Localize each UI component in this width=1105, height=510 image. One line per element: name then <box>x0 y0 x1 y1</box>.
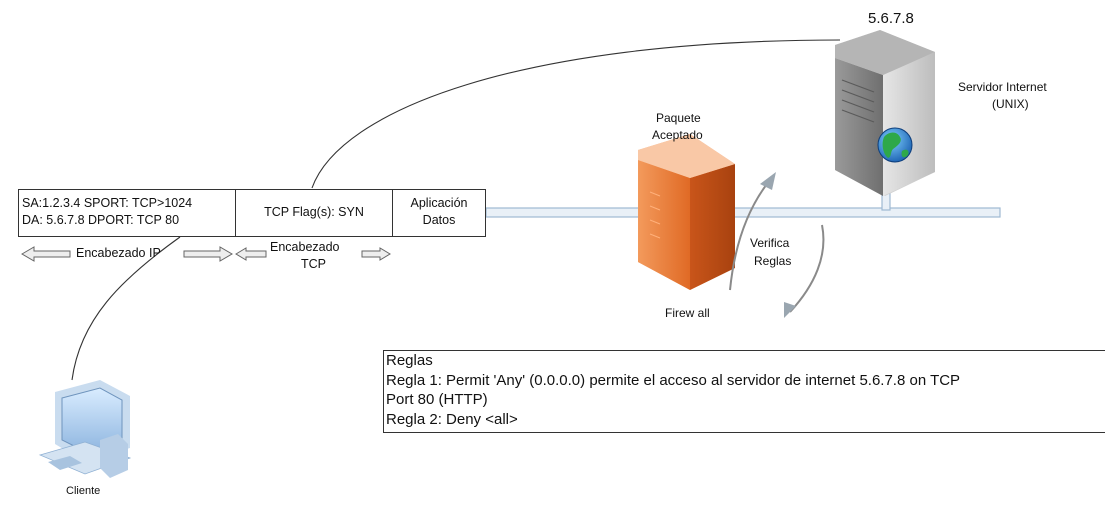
app-line: Aplicación <box>410 196 468 210</box>
computer-icon <box>38 380 132 478</box>
ip-source-line: SA:1.2.3.4 SPORT: TCP>1024 <box>22 196 193 210</box>
arrow-up-icon <box>760 172 776 190</box>
tcp-flags-cell: TCP Flag(s): SYN <box>236 190 393 236</box>
app-data-cell: Aplicación Datos <box>393 190 485 236</box>
arrow-down-icon <box>784 302 796 318</box>
tcp-header-arrows <box>235 247 391 261</box>
packet-to-server-curve <box>311 39 841 189</box>
firewall-icon <box>638 134 735 290</box>
packet-accepted-line1: Paquete <box>656 111 701 125</box>
verify-arrows <box>729 179 825 313</box>
tcp-flags-text: TCP Flag(s): SYN <box>264 205 364 219</box>
ip-header-label: Encabezado IP <box>76 246 161 260</box>
server-label-line1: Servidor Internet <box>958 80 1047 94</box>
globe-icon <box>877 127 913 163</box>
server-label-line2: (UNIX) <box>992 97 1029 111</box>
verify-rules-line1: Verifica <box>750 236 790 250</box>
server-ip: 5.6.7.8 <box>868 10 914 27</box>
ip-header-cell: SA:1.2.3.4 SPORT: TCP>1024 DA: 5.6.7.8 D… <box>19 190 236 236</box>
rules-box: Reglas Regla 1: Permit 'Any' (0.0.0.0) p… <box>383 350 1105 433</box>
rule-2: Regla 2: Deny <all> <box>386 410 518 428</box>
verify-rules-line2: Reglas <box>754 254 792 268</box>
ip-dest-line: DA: 5.6.7.8 DPORT: TCP 80 <box>22 213 180 227</box>
tcp-header-label-line1: Encabezado <box>270 240 340 254</box>
client-label: Cliente <box>66 485 101 497</box>
server-icon <box>835 30 935 196</box>
packet-structure: SA:1.2.3.4 SPORT: TCP>1024 DA: 5.6.7.8 D… <box>18 189 486 237</box>
tcp-header-label-line2: TCP <box>301 257 326 271</box>
rules-title: Reglas <box>386 352 433 369</box>
data-line: Datos <box>422 213 456 227</box>
packet-accepted-line2: Aceptado <box>652 128 703 142</box>
ip-header-arrows <box>21 246 233 262</box>
firewall-label: Firew all <box>665 306 710 320</box>
rule-1-line1: Regla 1: Permit 'Any' (0.0.0.0) permite … <box>386 371 961 389</box>
client-to-packet-curve <box>71 236 181 381</box>
rule-1-line2: Port 80 (HTTP) <box>386 391 488 408</box>
